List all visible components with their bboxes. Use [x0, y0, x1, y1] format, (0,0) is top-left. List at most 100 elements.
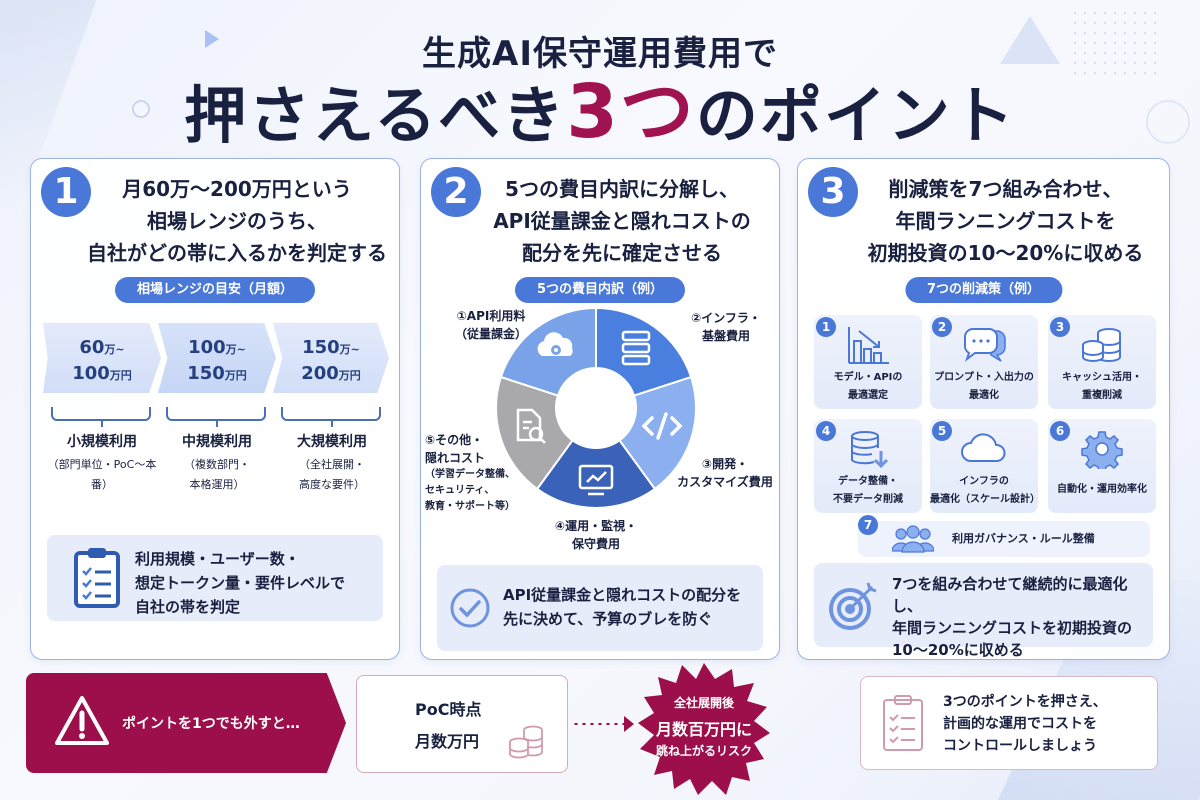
range-from: 150	[302, 337, 340, 358]
label-line: キャッシュ活用・	[1062, 372, 1142, 383]
point-card-1: 1 月60万～200万円という 相場レンジのうち、 自社がどの帯に入るかを判定す…	[30, 158, 400, 660]
range-to: 200	[301, 363, 339, 384]
poc-label: PoC時点	[415, 700, 482, 719]
title-pre: 押さえるべき	[184, 79, 567, 152]
check-circle-icon	[450, 588, 490, 628]
tier-desc-line: （全社展開・	[299, 458, 365, 471]
title-accent: 3つ	[566, 69, 696, 155]
point-number-badge: 3	[808, 167, 858, 217]
range-unit: 万~	[339, 343, 360, 356]
range-chevron-large: 150万~ 200万円	[273, 323, 389, 393]
segment-label-other: ⑤その他・ 隠れコスト （学習データ整備、 セキュリティ、 教育・サポート等）	[425, 431, 525, 515]
section-pill: 7つの削減策（例）	[904, 277, 1063, 303]
point-card-3: 3 削減策を7つ組み合わせ、 年間ランニングコストを 初期投資の10～20%に収…	[797, 158, 1170, 660]
point-title: 月60万～200万円という 相場レンジのうち、 自社がどの帯に入るかを判定する	[81, 173, 393, 269]
label-line: ①API利用料	[456, 309, 526, 323]
brace-icon	[166, 407, 266, 427]
label-line: 不要データ削減	[833, 494, 903, 505]
range-chevron-medium: 100万~ 150万円	[158, 323, 276, 393]
measure-label: 自動化・運用効率化	[1048, 481, 1156, 499]
tier-desc: （部門単位・PoC～本番）	[47, 458, 157, 491]
page-subtitle: 生成AI保守運用費用で	[422, 34, 778, 74]
label-line: 最適選定	[848, 390, 888, 401]
measure-tile-6: 6 自動化・運用効率化	[1048, 419, 1156, 513]
tier-small: 小規模利用 （部門単位・PoC～本番）	[43, 431, 161, 495]
clipboard-checklist-icon	[883, 695, 923, 751]
page-title: 押さえるべき3つのポイント	[0, 72, 1200, 156]
range-from: 100	[188, 337, 226, 358]
warning-banner: ポイントを1つでも外すと…	[26, 673, 346, 773]
label-line: 隠れコスト	[425, 451, 486, 465]
users-group-icon	[892, 525, 934, 553]
info-line: 先に決めて、予算のブレを防ぐ	[503, 610, 713, 628]
segment-label-ops: ④運用・監視・ 保守費用	[541, 517, 651, 553]
point-number-badge: 1	[41, 167, 91, 217]
info-line: 利用規模・ユーザー数・	[135, 550, 300, 568]
tier-desc-line: 高度な要件）	[299, 478, 365, 491]
target-arrow-icon	[829, 582, 877, 630]
info-line: 10～20%に収める	[892, 641, 1024, 659]
conclusion-line: コントロールしましょう	[943, 738, 1097, 754]
label-line: ④運用・監視・	[554, 519, 638, 533]
info-line: API従量課金と隠れコストの配分を	[503, 586, 742, 604]
segment-label-dev: ③開発・ カスタマイズ費用	[669, 455, 781, 491]
cloud-icon	[961, 433, 1006, 462]
measure-tile-2: 2 プロンプト・入出力の最適化	[930, 315, 1038, 409]
info-box: 7つを組み合わせて継続的に最適化し、 年間ランニングコストを初期投資の 10～2…	[814, 563, 1153, 659]
range-to: 150	[187, 363, 225, 384]
label-line: 自動化・運用効率化	[1057, 484, 1147, 495]
gear-icon	[1081, 431, 1123, 469]
measure-tile-3: 3 キャッシュ活用・重複削減	[1048, 315, 1156, 409]
label-sub: （学習データ整備、 セキュリティ、 教育・サポート等）	[425, 467, 525, 515]
segment-ops	[535, 438, 657, 509]
label-line: 重複削減	[1082, 390, 1122, 401]
label-line: カスタマイズ費用	[677, 475, 773, 489]
measure-number: 4	[816, 421, 836, 441]
label-sub-line: セキュリティ、	[425, 485, 495, 496]
warning-triangle-icon	[55, 696, 109, 745]
tier-desc: （複数部門・本格運用）	[158, 455, 276, 495]
measure-label: 利用ガバナンス・ルール整備	[952, 532, 1095, 545]
document-search-icon	[516, 408, 546, 444]
measure-tile-5: 5 インフラの最適化（スケール設計）	[930, 419, 1040, 513]
measure-number: 3	[1050, 317, 1070, 337]
segment-dev	[618, 375, 698, 491]
cost-breakdown-donut	[494, 306, 698, 509]
range-unit: 万~	[104, 343, 125, 356]
risk-burst: 全社展開後 月数百万円に 跳ね上がるリスク	[636, 662, 772, 796]
database-download-icon	[851, 431, 889, 469]
label-sub-line: （学習データ整備、	[425, 469, 515, 480]
measure-label: キャッシュ活用・重複削減	[1048, 369, 1156, 405]
bar-chart-down-icon	[848, 327, 889, 364]
range-to: 100	[72, 363, 110, 384]
point-card-2: 2 5つの費目内訳に分解し、 API従量課金と隠れコストの 配分を先に確定させる…	[420, 158, 780, 660]
tier-large: 大規模利用 （全社展開・高度な要件）	[273, 431, 391, 495]
monitor-chart-icon	[578, 464, 614, 496]
tier-label: 小規模利用	[67, 434, 137, 450]
flow-dotted-line	[572, 722, 626, 726]
coins-icon	[509, 725, 543, 759]
conclusion-line: 3つのポイントを押さえ、	[943, 694, 1107, 710]
warning-text: ポイントを1つでも外すと…	[122, 716, 300, 732]
section-pill: 相場レンジの目安（月額）	[114, 277, 316, 303]
label-line: （従量課金）	[454, 327, 527, 341]
starburst-shape	[638, 663, 770, 795]
poc-amount: 月数万円	[415, 732, 480, 751]
clipboard-checklist-icon	[74, 548, 120, 608]
label-line: 最適化	[969, 390, 999, 401]
segment-label-infra: ②インフラ・ 基盤費用	[676, 309, 776, 345]
tier-medium: 中規模利用 （複数部門・本格運用）	[158, 431, 276, 495]
poc-cost-box: PoC時点 月数万円	[356, 675, 568, 773]
measure-number: 2	[932, 317, 952, 337]
label-line: ⑤その他・	[425, 433, 484, 447]
range-chevron-small: 60万~ 100万円	[43, 323, 161, 393]
label-line: データ整備・	[838, 476, 898, 487]
label-line: ③開発・	[701, 457, 749, 471]
title-post: のポイント	[695, 79, 1016, 152]
tier-desc-line: （複数部門・	[184, 458, 250, 471]
info-line: 7つを組み合わせて継続的に最適化し、	[892, 575, 1128, 615]
conclusion-box: 3つのポイントを押さえ、 計画的な運用でコストを コントロールしましょう	[860, 676, 1158, 770]
measure-tile-1: 1 モデル・APIの最適選定	[814, 315, 922, 409]
title-line: 自社がどの帯に入るかを判定する	[87, 241, 387, 265]
measure-tile-7: 7 利用ガバナンス・ルール整備	[858, 515, 1150, 557]
